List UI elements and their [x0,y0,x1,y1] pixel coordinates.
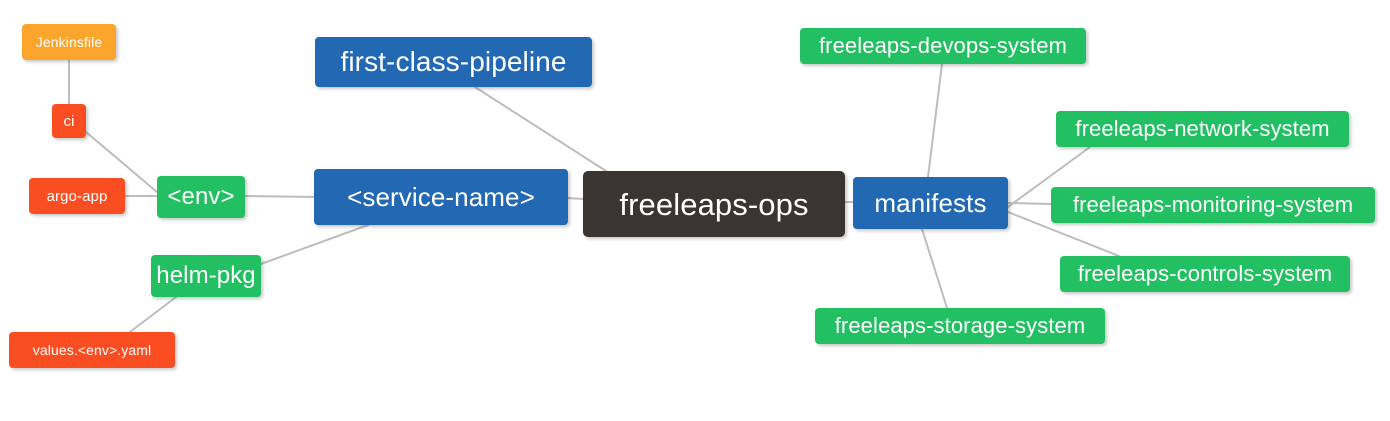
mindmap-node-label: ci [63,112,75,130]
mindmap-node-storage[interactable]: freeleaps-storage-system [815,308,1105,344]
mindmap-node-controls[interactable]: freeleaps-controls-system [1060,256,1350,292]
mindmap-node-label: freeleaps-monitoring-system [1072,192,1354,217]
mindmap-node-freeleaps-ops[interactable]: freeleaps-ops [583,171,845,237]
mindmap-node-argo-app[interactable]: argo-app [29,178,125,214]
mindmap-edge-service-name-to-freeleaps-ops [567,197,584,200]
mindmap-node-label: helm-pkg [156,262,256,289]
mindmap-edge-manifests-to-monitoring [1007,202,1052,205]
mindmap-node-label: values.<env>.yaml [32,342,152,358]
mindmap-edge-env-to-service-name [244,195,315,198]
mindmap-node-label: Jenkinsfile [35,34,103,50]
mindmap-node-first-class[interactable]: first-class-pipeline [315,37,592,87]
mindmap-node-label: first-class-pipeline [340,46,567,77]
mindmap-node-label: freeleaps-devops-system [818,33,1068,58]
mindmap-node-env[interactable]: <env> [157,176,245,218]
mindmap-node-jenkinsfile[interactable]: Jenkinsfile [22,24,116,60]
mindmap-node-helm-pkg[interactable]: helm-pkg [151,255,261,297]
mindmap-node-devops[interactable]: freeleaps-devops-system [800,28,1086,64]
mindmap-node-label: <env> [167,183,235,210]
mindmap-node-label: freeleaps-storage-system [834,313,1086,338]
mindmap-node-ci[interactable]: ci [52,104,86,138]
mindmap-node-manifests[interactable]: manifests [853,177,1008,229]
mindmap-node-label: freeleaps-network-system [1075,116,1330,141]
mindmap-edge-values-yaml-to-helm-pkg [129,296,177,333]
mindmap-edge-helm-pkg-to-service-name [260,224,369,265]
mindmap-node-label: freeleaps-controls-system [1077,261,1333,286]
mindmap-node-monitoring[interactable]: freeleaps-monitoring-system [1051,187,1375,223]
mindmap-node-label: manifests [874,188,987,218]
mindmap-node-service-name[interactable]: <service-name> [314,169,568,225]
mindmap-edge-first-class-to-freeleaps-ops [474,86,607,172]
mindmap-node-label: argo-app [46,187,108,205]
mindmap-node-values-yaml[interactable]: values.<env>.yaml [9,332,175,368]
mindmap-node-label: freeleaps-ops [619,186,809,222]
mindmap-node-label: <service-name> [347,182,535,212]
mindmap-edge-manifests-to-devops [927,63,943,178]
mindmap-edge-manifests-to-storage [921,228,948,309]
mindmap-node-network[interactable]: freeleaps-network-system [1056,111,1349,147]
